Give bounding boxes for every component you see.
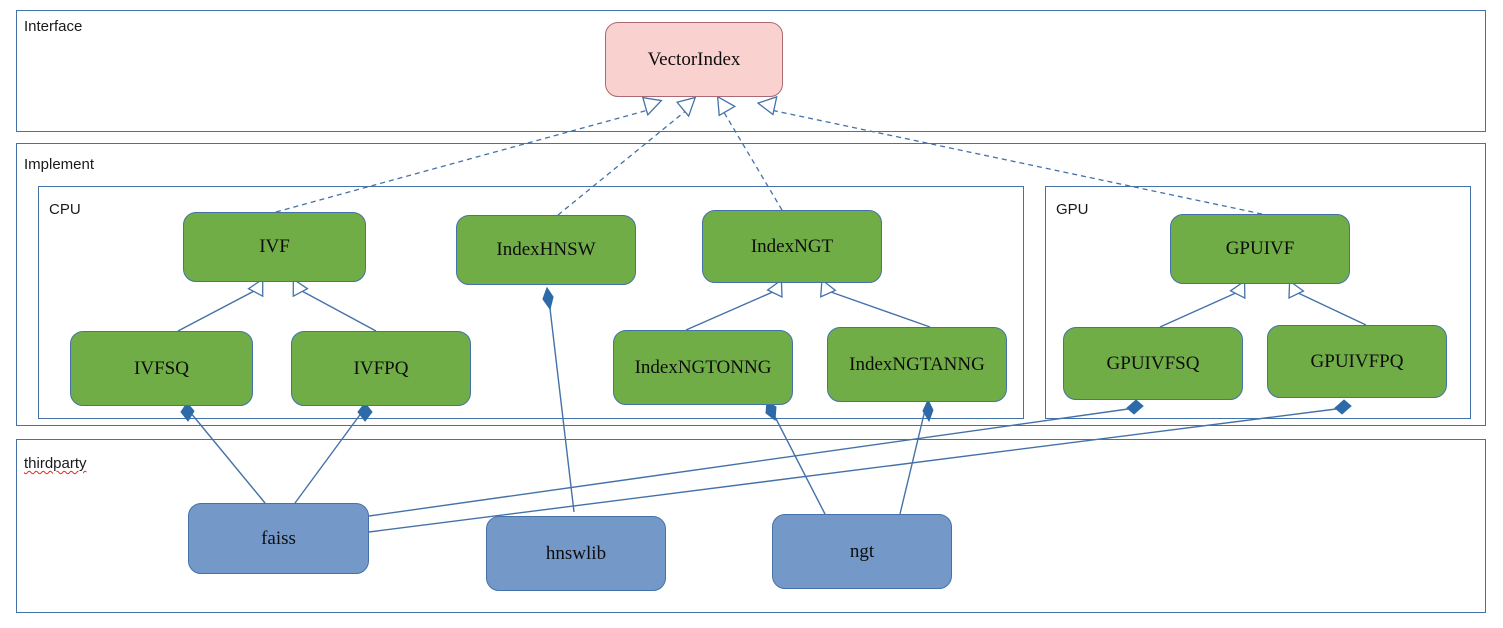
node-ngt[interactable]: ngt [772,514,952,589]
node-ivfpq[interactable]: IVFPQ [291,331,471,406]
node-gpuivfpq[interactable]: GPUIVFPQ [1267,325,1447,398]
node-indexngt[interactable]: IndexNGT [702,210,882,283]
node-vectorindex[interactable]: VectorIndex [605,22,783,97]
frame-implement-label: Implement [24,156,95,173]
frame-thirdparty-label: thirdparty [24,455,87,472]
node-gpuivfsq[interactable]: GPUIVFSQ [1063,327,1243,400]
node-ivf[interactable]: IVF [183,212,366,282]
node-indexngtonng[interactable]: IndexNGTONNG [613,330,793,405]
node-faiss[interactable]: faiss [188,503,369,574]
node-ivfsq[interactable]: IVFSQ [70,331,253,406]
frame-gpu-label: GPU [1056,201,1089,218]
frame-cpu-label: CPU [49,201,81,218]
node-gpuivf[interactable]: GPUIVF [1170,214,1350,284]
node-indexngtanng[interactable]: IndexNGTANNG [827,327,1007,402]
node-indexhnsw[interactable]: IndexHNSW [456,215,636,285]
frame-interface-label: Interface [24,18,83,35]
node-hnswlib[interactable]: hnswlib [486,516,666,591]
